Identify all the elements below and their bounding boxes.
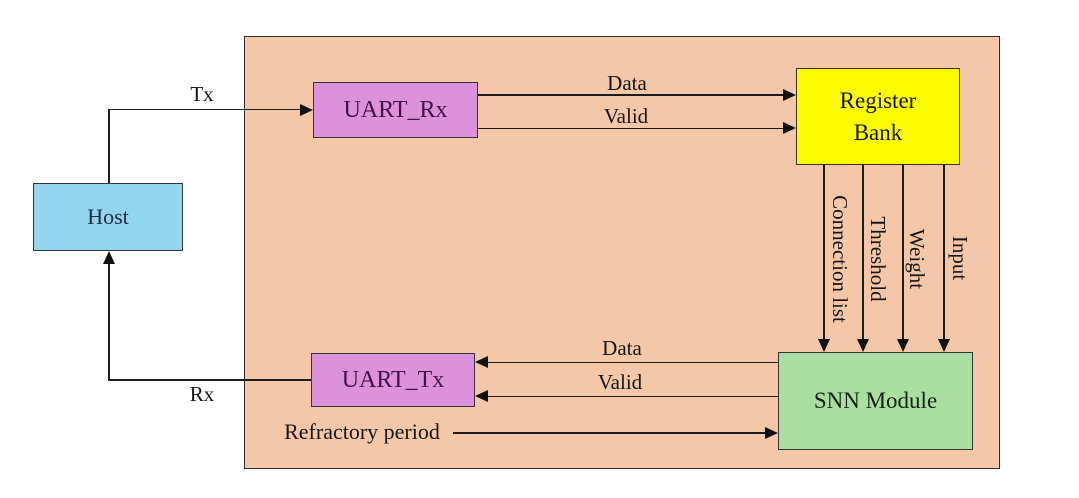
host-label: Host	[87, 204, 129, 229]
weight-arrowhead-icon	[897, 339, 909, 352]
uart-rx-valid-arrowhead-icon	[783, 122, 796, 134]
threshold-arrowhead-icon	[857, 339, 869, 352]
tx-arrowhead-icon	[300, 103, 313, 116]
weight-label: Weight	[905, 228, 929, 290]
uart-rx-data-wire	[478, 94, 783, 96]
tx-signal-label: Tx	[190, 82, 214, 106]
threshold-wire	[862, 165, 864, 339]
snn-valid-wire	[488, 395, 778, 397]
uart-rx-valid-label: Valid	[603, 104, 649, 128]
rx-arrowhead-icon	[102, 251, 115, 264]
uart-tx-label: UART_Tx	[341, 366, 445, 393]
rx-wire-horizontal	[108, 379, 311, 381]
snn-valid-label: Valid	[597, 370, 643, 394]
refractory-period-arrowhead-icon	[765, 426, 778, 439]
register-bank-label-line2: Bank	[853, 119, 903, 145]
connection-list-label: Connection list	[828, 195, 852, 323]
connection-list-wire	[823, 165, 825, 339]
register-bank-block: Register Bank	[796, 68, 960, 165]
input-arrowhead-icon	[938, 339, 950, 352]
uart-rx-data-arrowhead-icon	[783, 88, 796, 101]
snn-data-wire	[488, 361, 778, 363]
threshold-label: Threshold	[866, 216, 890, 302]
uart-rx-block: UART_Rx	[313, 82, 478, 138]
uart-rx-data-label: Data	[607, 71, 647, 95]
input-wire	[943, 165, 945, 339]
rx-wire-vertical	[108, 263, 110, 380]
tx-wire-horizontal	[108, 108, 300, 110]
input-label: Input	[948, 235, 972, 281]
snn-module-block: SNN Module	[778, 352, 973, 450]
weight-wire	[902, 165, 904, 339]
snn-data-label: Data	[602, 336, 642, 360]
register-bank-label-line1: Register	[839, 88, 917, 114]
uart-tx-block: UART_Tx	[311, 353, 475, 407]
refractory-period-label: Refractory period	[284, 419, 440, 444]
tx-wire-vertical	[108, 109, 110, 183]
host-block: Host	[33, 183, 183, 251]
snn-module-label: SNN Module	[813, 388, 938, 413]
rx-signal-label: Rx	[189, 382, 215, 406]
connection-list-arrowhead-icon	[818, 339, 830, 352]
snn-data-arrowhead-icon	[475, 356, 488, 368]
refractory-period-wire	[453, 432, 765, 434]
uart-rx-label: UART_Rx	[343, 96, 448, 123]
snn-valid-arrowhead-icon	[475, 390, 488, 402]
uart-rx-valid-wire	[478, 127, 783, 129]
